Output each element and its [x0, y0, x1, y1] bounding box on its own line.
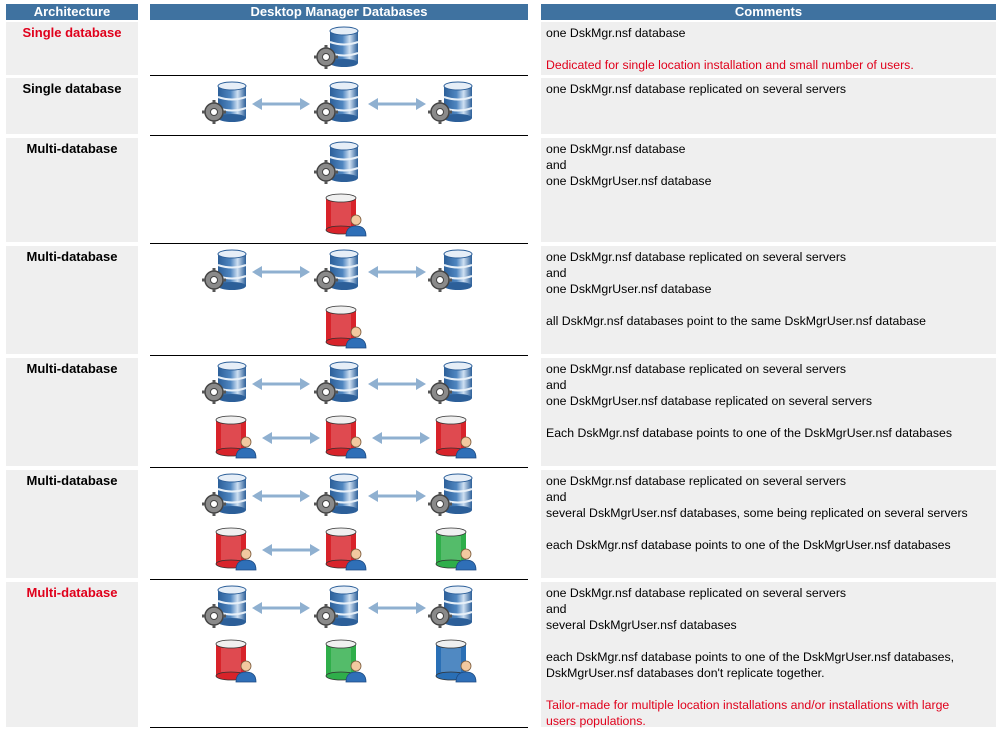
- comment-line: and: [546, 490, 567, 504]
- database-gear-icon: [314, 248, 362, 294]
- row-separator: [150, 727, 528, 728]
- comment-line: one DskMgrUser.nsf database: [546, 174, 712, 188]
- comment-line: DskMgrUser.nsf databases don't replicate…: [546, 666, 825, 680]
- database-gear-icon: [202, 360, 250, 406]
- comment-line: [546, 521, 996, 537]
- comment-line: [546, 633, 996, 649]
- database-user-icon: [434, 526, 478, 572]
- comment-line: one DskMgr.nsf database replicated on se…: [546, 362, 847, 376]
- comment-line: one DskMgr.nsf database: [546, 142, 686, 156]
- comment-line: [546, 297, 996, 313]
- double-arrow-icon: [368, 266, 426, 278]
- comment-line: all DskMgr.nsf databases point to the sa…: [546, 314, 927, 328]
- comment-line: [546, 409, 996, 425]
- database-user-icon: [324, 192, 368, 238]
- double-arrow-icon: [368, 98, 426, 110]
- comment-line: one DskMgrUser.nsf database: [546, 282, 712, 296]
- database-gear-icon: [202, 80, 250, 126]
- database-gear-icon: [428, 472, 476, 518]
- database-user-icon: [214, 526, 258, 572]
- row-separator: [150, 135, 528, 136]
- architecture-cell: Multi-database: [6, 246, 138, 354]
- database-gear-icon: [314, 80, 362, 126]
- row-separator: [150, 579, 528, 580]
- comment-line-highlight: Tailor-made for multiple location instal…: [546, 698, 950, 712]
- database-gear-icon: [202, 248, 250, 294]
- database-user-icon: [324, 526, 368, 572]
- comment-line-highlight: users populations.: [546, 714, 646, 728]
- comment-line: one DskMgr.nsf database replicated on se…: [546, 474, 847, 488]
- database-gear-icon: [314, 140, 362, 186]
- architecture-cell: Single database: [6, 22, 138, 75]
- database-user-icon: [434, 638, 478, 684]
- double-arrow-icon: [368, 602, 426, 614]
- database-user-icon: [324, 304, 368, 350]
- double-arrow-icon: [368, 490, 426, 502]
- comment-line: one DskMgr.nsf database: [546, 26, 686, 40]
- database-user-icon: [214, 638, 258, 684]
- comments-cell: one DskMgr.nsf database and one DskMgrUs…: [541, 138, 996, 242]
- comments-cell: one DskMgr.nsf database replicated on se…: [541, 358, 996, 466]
- database-gear-icon: [428, 248, 476, 294]
- comment-line: several DskMgrUser.nsf databases: [546, 618, 737, 632]
- comment-line: several DskMgrUser.nsf databases, some b…: [546, 506, 968, 520]
- double-arrow-icon: [368, 378, 426, 390]
- double-arrow-icon: [262, 544, 320, 556]
- comment-line: and: [546, 266, 567, 280]
- row-separator: [150, 467, 528, 468]
- database-gear-icon: [202, 472, 250, 518]
- comments-cell: one DskMgr.nsf database replicated on se…: [541, 78, 996, 134]
- double-arrow-icon: [372, 432, 430, 444]
- architecture-cell: Single database: [6, 78, 138, 134]
- header-databases: Desktop Manager Databases: [150, 4, 528, 20]
- double-arrow-icon: [262, 432, 320, 444]
- double-arrow-icon: [252, 98, 310, 110]
- row-separator: [150, 355, 528, 356]
- row-separator: [150, 75, 528, 76]
- comment-line: each DskMgr.nsf database points to one o…: [546, 650, 955, 664]
- database-gear-icon: [314, 360, 362, 406]
- database-gear-icon: [314, 472, 362, 518]
- double-arrow-icon: [252, 378, 310, 390]
- comments-cell: one DskMgr.nsf database replicated on se…: [541, 582, 996, 728]
- architecture-cell: Multi-database: [6, 470, 138, 578]
- database-user-icon: [324, 414, 368, 460]
- comment-line: and: [546, 158, 567, 172]
- comment-line: and: [546, 378, 567, 392]
- comment-line: [546, 681, 996, 697]
- architecture-cell: Multi-database: [6, 582, 138, 727]
- database-gear-icon: [314, 25, 362, 71]
- database-user-icon: [214, 414, 258, 460]
- comment-line: one DskMgrUser.nsf database replicated o…: [546, 394, 873, 408]
- double-arrow-icon: [252, 602, 310, 614]
- database-user-icon: [324, 638, 368, 684]
- database-gear-icon: [202, 584, 250, 630]
- double-arrow-icon: [252, 490, 310, 502]
- architecture-cell: Multi-database: [6, 138, 138, 242]
- row-separator: [150, 243, 528, 244]
- comments-cell: one DskMgr.nsf database Dedicated for si…: [541, 22, 996, 75]
- comment-line: one DskMgr.nsf database replicated on se…: [546, 586, 847, 600]
- header-comments: Comments: [541, 4, 996, 20]
- double-arrow-icon: [252, 266, 310, 278]
- database-gear-icon: [428, 584, 476, 630]
- comment-line: one DskMgr.nsf database replicated on se…: [546, 250, 847, 264]
- database-user-icon: [434, 414, 478, 460]
- database-gear-icon: [314, 584, 362, 630]
- comment-line: each DskMgr.nsf database points to one o…: [546, 538, 951, 552]
- comment-line-highlight: Dedicated for single location installati…: [546, 58, 914, 72]
- comment-line: [546, 41, 996, 57]
- comment-line: Each DskMgr.nsf database points to one o…: [546, 426, 953, 440]
- comment-line: one DskMgr.nsf database replicated on se…: [546, 82, 847, 96]
- database-gear-icon: [428, 80, 476, 126]
- comments-cell: one DskMgr.nsf database replicated on se…: [541, 246, 996, 354]
- header-architecture: Architecture: [6, 4, 138, 20]
- comments-cell: one DskMgr.nsf database replicated on se…: [541, 470, 996, 578]
- comment-line: and: [546, 602, 567, 616]
- architecture-cell: Multi-database: [6, 358, 138, 466]
- database-gear-icon: [428, 360, 476, 406]
